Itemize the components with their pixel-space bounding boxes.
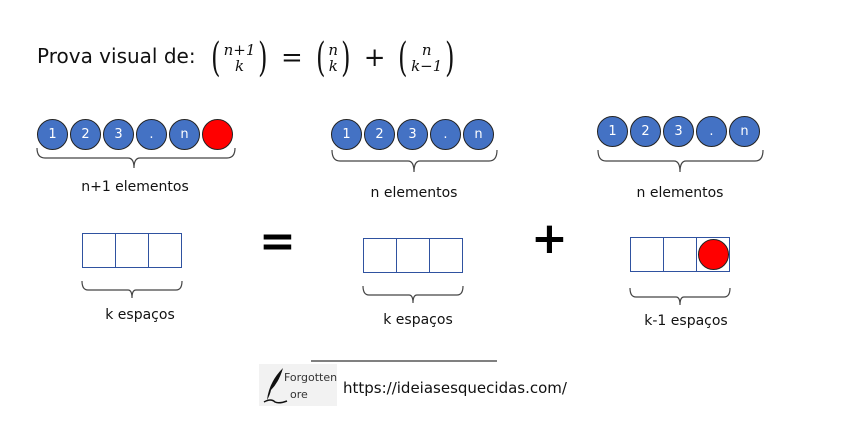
brace <box>597 149 764 173</box>
website-url[interactable]: https://ideiasesquecidas.com/ <box>343 379 567 397</box>
binom-top: n+1 <box>223 41 256 59</box>
slot-label: k espaços <box>105 307 175 323</box>
quill-icon <box>263 368 288 404</box>
binom-bottom: k−1 <box>411 57 443 75</box>
slot <box>430 239 462 272</box>
element-circle: n <box>463 119 494 150</box>
element-circle: 1 <box>37 119 68 150</box>
binom-bottom: k <box>328 57 338 75</box>
slot-boxes <box>630 237 730 272</box>
brace <box>36 147 236 169</box>
slot <box>83 234 116 267</box>
element-circle: 3 <box>397 119 428 150</box>
element-circle: 3 <box>663 116 694 147</box>
plus-operator: + <box>531 213 568 264</box>
element-circle: 2 <box>364 119 395 150</box>
title: Prova visual de: <box>37 44 196 68</box>
red-element <box>202 119 233 150</box>
element-circle: . <box>136 119 167 150</box>
element-circle: 2 <box>630 116 661 147</box>
element-circle: . <box>430 119 461 150</box>
brace <box>629 287 731 306</box>
set-label: n elementos <box>370 185 458 201</box>
brace <box>362 285 464 304</box>
slot <box>364 239 397 272</box>
element-circle: 2 <box>70 119 101 150</box>
red-element <box>698 239 729 270</box>
element-circle: n <box>169 119 200 150</box>
slot <box>397 239 430 272</box>
binom-top: n <box>421 41 432 59</box>
slot-label: k espaços <box>383 312 453 328</box>
forgotten-lore-logo: Forgotten ore <box>259 364 337 406</box>
brace <box>331 149 498 173</box>
brace <box>81 280 183 299</box>
slot-boxes <box>82 233 182 268</box>
equals-sign: = <box>281 43 303 73</box>
element-circle: 1 <box>597 116 628 147</box>
slot <box>631 238 664 271</box>
element-circle: . <box>696 116 727 147</box>
element-circle: n <box>729 116 760 147</box>
logo-text: ore <box>290 388 308 401</box>
set-label: n+1 elementos <box>81 179 189 195</box>
element-circle: 3 <box>103 119 134 150</box>
element-circle: 1 <box>331 119 362 150</box>
slot <box>116 234 149 267</box>
binom-top: n <box>328 41 339 59</box>
slot <box>664 238 697 271</box>
slot <box>149 234 181 267</box>
slot <box>697 238 729 271</box>
slot-boxes <box>363 238 463 273</box>
logo-text: Forgotten <box>284 371 338 384</box>
plus-sign: + <box>363 43 386 73</box>
binom-bottom: k <box>234 57 245 75</box>
equals-operator: = <box>259 216 296 267</box>
set-label: n elementos <box>636 185 724 201</box>
slot-label: k-1 espaços <box>644 313 728 329</box>
